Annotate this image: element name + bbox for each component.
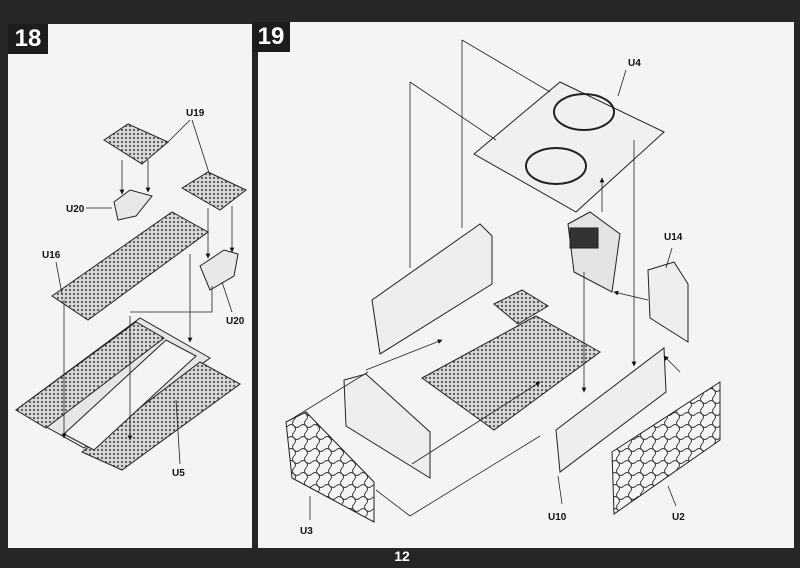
u4-ring-upper xyxy=(553,93,615,131)
radiator-grille xyxy=(569,227,599,249)
u16-mesh-sheet xyxy=(51,211,209,321)
label-u10: U10 xyxy=(548,512,567,523)
label-u19: U19 xyxy=(186,108,205,119)
u4-ring-lower xyxy=(525,147,587,185)
step-18-number: 18 xyxy=(8,24,48,54)
label-u14: U14 xyxy=(664,232,683,243)
inner-partition xyxy=(343,373,431,479)
u19-panel-left xyxy=(103,123,169,165)
floor-mesh xyxy=(421,315,601,431)
label-u16: U16 xyxy=(42,250,61,261)
u5-mesh-left xyxy=(15,321,165,429)
label-u5: U5 xyxy=(172,468,185,479)
floor-mesh-small xyxy=(493,289,549,325)
step-18-drawing: U19 U20 U16 U20 U5 xyxy=(15,108,247,479)
u2-net-panel xyxy=(611,381,721,515)
u20-bracket-lower xyxy=(199,249,239,291)
u3-net-panel xyxy=(285,411,375,523)
step-19-number: 19 xyxy=(252,22,290,52)
label-u20-upper: U20 xyxy=(66,204,85,215)
label-u4: U4 xyxy=(628,58,641,69)
u4-top-plate xyxy=(473,81,665,213)
u14-side-panel xyxy=(647,261,689,343)
rear-wall xyxy=(371,223,493,355)
step-19-drawing: U4 U14 U10 U2 U3 xyxy=(285,39,721,537)
step-18-arrows xyxy=(55,119,235,465)
u10-side-panel xyxy=(555,347,667,473)
label-u20-lower: U20 xyxy=(226,316,245,327)
u5-mesh-right xyxy=(81,361,241,471)
page-number: 12 xyxy=(394,548,410,564)
u19-panel-right xyxy=(181,171,247,211)
label-u3: U3 xyxy=(300,526,313,537)
label-u2: U2 xyxy=(672,512,685,523)
u20-bracket-upper xyxy=(113,189,153,221)
radiator-box xyxy=(567,211,621,293)
step-19-arrows xyxy=(289,39,681,520)
